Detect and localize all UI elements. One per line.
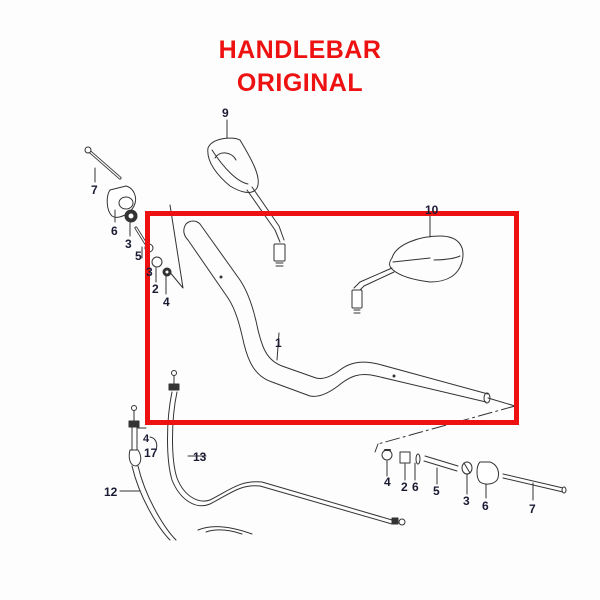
left-bar-end-icon	[84, 146, 172, 295]
title-line-2: ORIGINAL	[236, 69, 364, 97]
label-part-6-left: 6	[111, 224, 118, 238]
label-part-3-left-a: 3	[125, 237, 132, 251]
label-part-1: 1	[275, 336, 282, 350]
label-part-3-left-b: 3	[146, 265, 153, 279]
title-line-1: HANDLEBAR	[218, 36, 382, 64]
label-part-12: 12	[104, 485, 118, 499]
label-part-5-right: 5	[433, 484, 440, 498]
cables-icon	[119, 370, 406, 541]
label-part-6-right-a: 6	[412, 480, 419, 494]
label-part-9: 9	[222, 106, 229, 120]
label-part-4-left: 4	[163, 295, 170, 309]
left-mirror-icon	[207, 119, 286, 267]
highlight-frame	[145, 211, 519, 425]
label-part-7-right: 7	[529, 502, 536, 516]
label-part-6-right-b: 6	[482, 499, 489, 513]
label-part-13: 13	[193, 450, 207, 464]
right-mirror-icon	[351, 215, 464, 314]
label-part-5-left: 5	[135, 249, 142, 263]
label-part-2-left: 2	[152, 282, 159, 296]
label-part-2-right: 2	[401, 480, 408, 494]
label-part-4-cable: 4	[143, 433, 150, 445]
label-part-3-right: 3	[463, 494, 470, 508]
label-part-4-right: 4	[384, 475, 391, 489]
right-bar-end-icon	[374, 443, 567, 501]
label-part-10: 10	[425, 203, 439, 217]
label-part-7-left: 7	[91, 183, 98, 197]
handlebar-icon	[167, 204, 516, 445]
label-part-17: 17	[144, 446, 158, 460]
